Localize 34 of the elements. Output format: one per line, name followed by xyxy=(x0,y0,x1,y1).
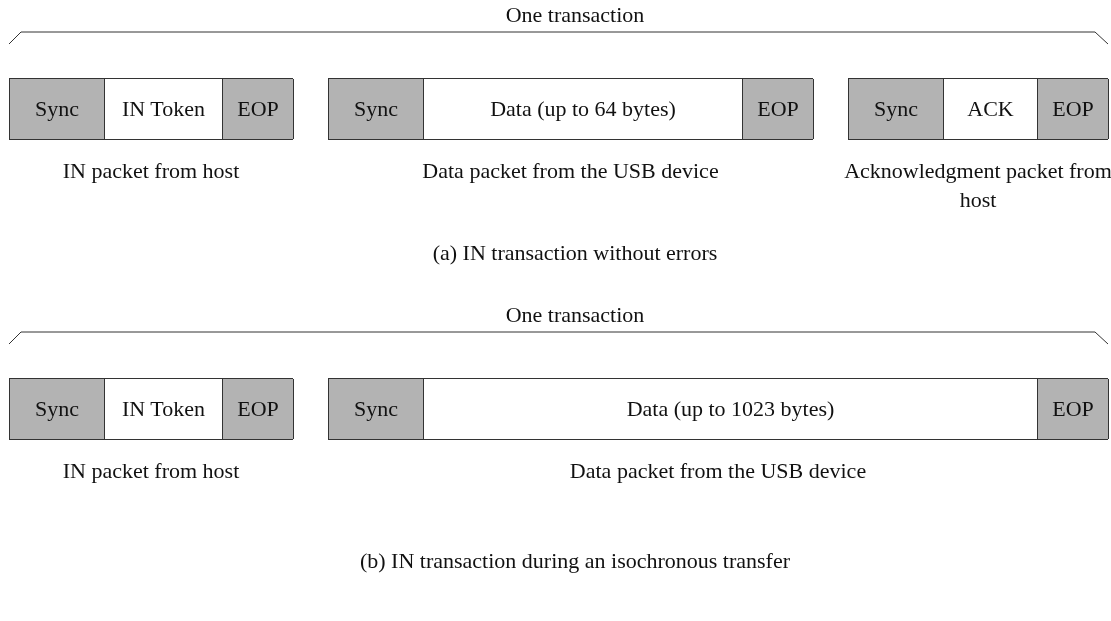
field-label: EOP xyxy=(1052,396,1094,422)
packet-caption: IN packet from host xyxy=(61,157,241,185)
packet-caption: Acknowledgment packet from host xyxy=(843,157,1111,214)
packet-caption: Data packet from the USB device xyxy=(568,457,868,485)
field-label: EOP xyxy=(237,96,279,122)
figure-caption: (b) IN transaction during an isochronous transfer xyxy=(359,550,791,572)
field-label: EOP xyxy=(237,396,279,422)
packet-caption: Data packet from the USB device xyxy=(421,157,720,185)
field-label: EOP xyxy=(757,96,799,122)
frame-field xyxy=(743,79,814,139)
frame-field xyxy=(329,379,424,439)
frame-field xyxy=(849,79,944,139)
figure-caption: (a) IN transaction without errors xyxy=(432,242,718,264)
field-label: EOP xyxy=(1052,96,1094,122)
frame-field xyxy=(1038,79,1109,139)
field-label: Sync xyxy=(354,396,398,422)
frame-field xyxy=(10,379,105,439)
frame-field xyxy=(223,79,294,139)
field-label: Sync xyxy=(35,396,79,422)
frame-field xyxy=(329,79,424,139)
field-label: Sync xyxy=(874,96,918,122)
field-label: Sync xyxy=(354,96,398,122)
bracket-label: One transaction xyxy=(505,304,645,326)
field-label: Sync xyxy=(35,96,79,122)
field-label: IN Token xyxy=(122,96,205,122)
field-label: Data (up to 1023 bytes) xyxy=(626,396,835,422)
field-label: IN Token xyxy=(122,396,205,422)
bracket-label: One transaction xyxy=(505,4,645,26)
packet-caption: IN packet from host xyxy=(61,457,241,485)
frame-field xyxy=(223,379,294,439)
field-label: Data (up to 64 bytes) xyxy=(490,96,676,122)
frame-field xyxy=(10,79,105,139)
frame-field xyxy=(1038,379,1109,439)
field-label: ACK xyxy=(967,96,1014,122)
